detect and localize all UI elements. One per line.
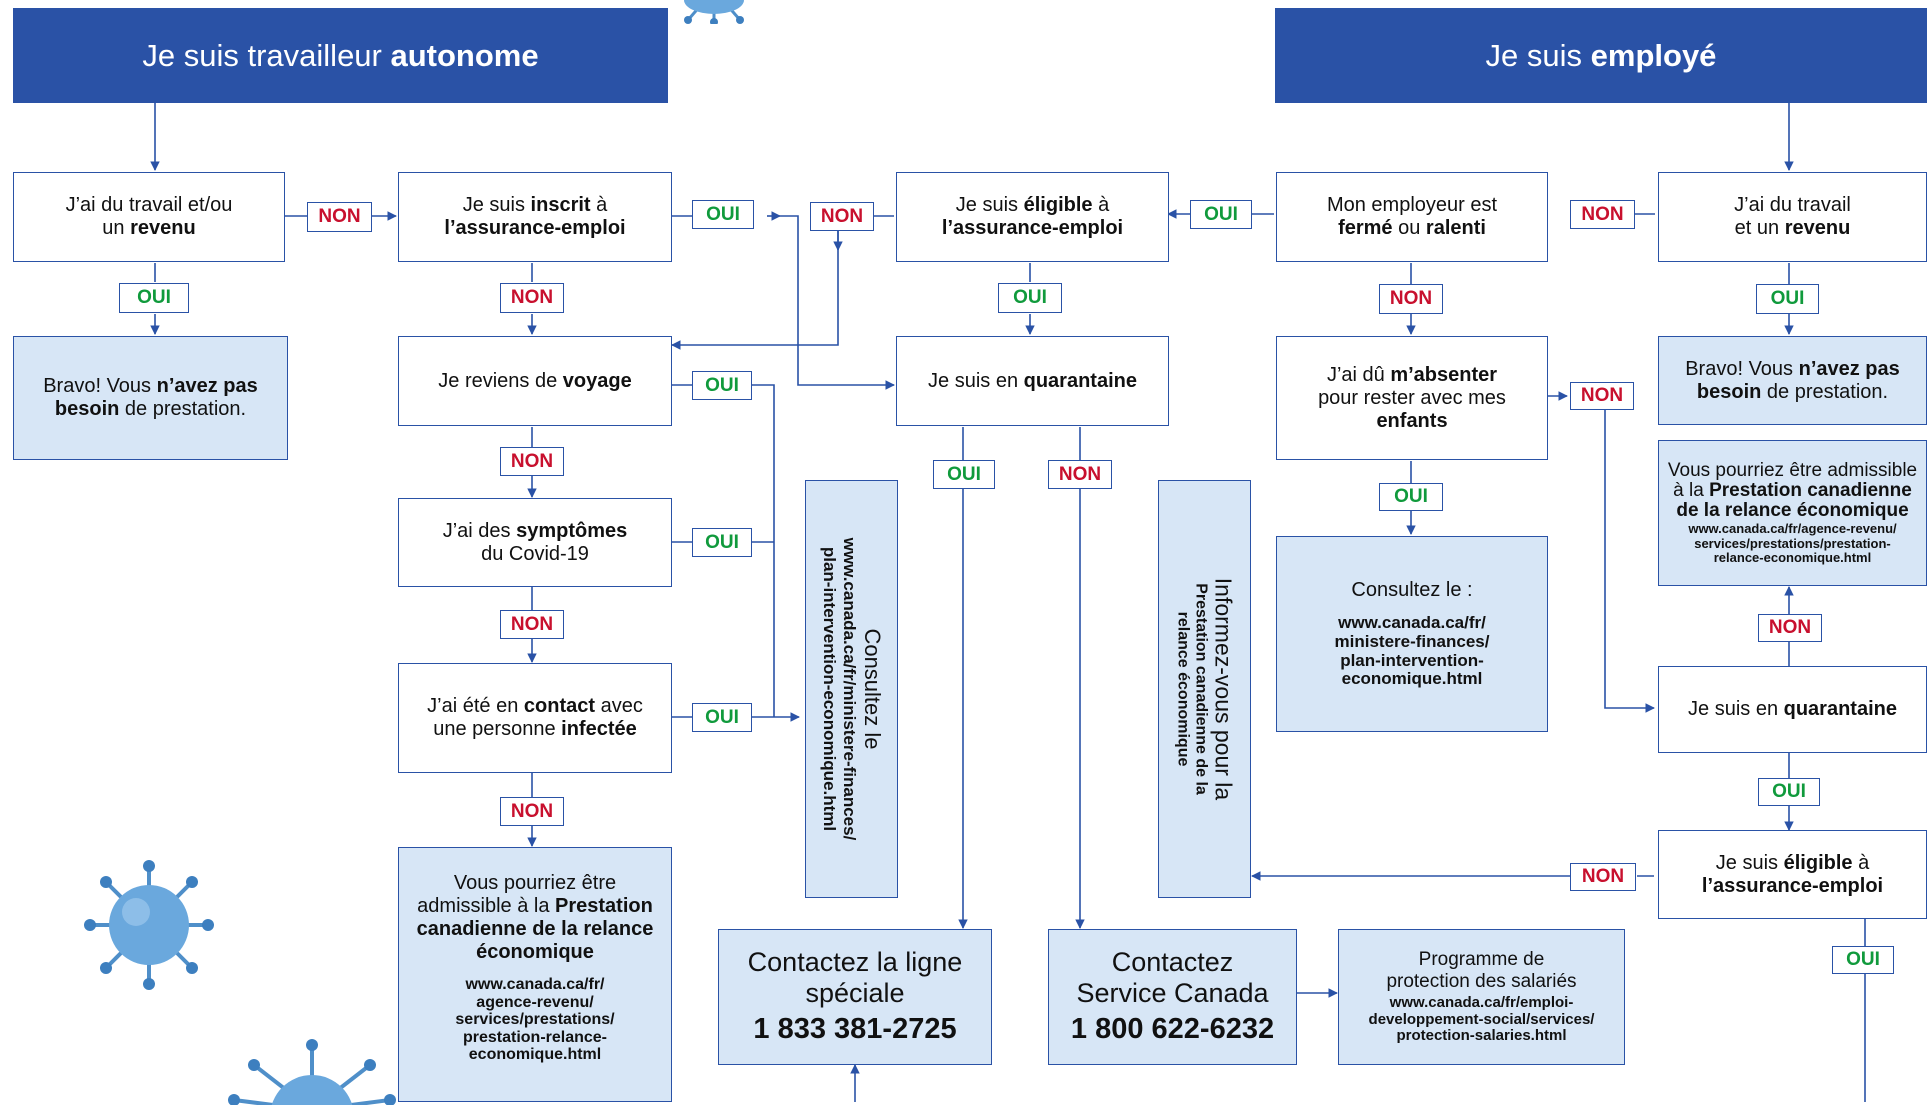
box-quarantaine-employe: Je suis en quarantaine [1658,666,1927,753]
header-employe: Je suis employé [1275,8,1927,103]
label-non: NON [1570,382,1634,410]
coronavirus-icon [228,1039,396,1105]
label-non: NON [810,202,874,231]
box-quarantaine-middle: Je suis en quarantaine [896,336,1169,426]
label-non: NON [500,447,564,476]
box-voyage: Je reviens de voyage [398,336,672,426]
label-oui: OUI [933,460,995,489]
label-non: NON [1379,284,1443,314]
box-symptomes: J’ai des symptômes du Covid-19 [398,498,672,587]
label-non: NON [500,797,564,826]
label-oui: OUI [692,528,752,557]
label-oui: OUI [1832,946,1894,974]
coronavirus-icon [684,0,744,24]
box-absenter: J’ai dû m’absenter pour rester avec mes … [1276,336,1548,460]
label-non: NON [1048,460,1112,489]
box-inscrit: Je suis inscrit à l’assurance-emploi [398,172,672,262]
box-ligne-speciale: Contactez la ligne spéciale 1 833 381-27… [718,929,992,1065]
box-contact: J’ai été en contact avec une personne in… [398,663,672,773]
box-consultez-vertical: Consultez le www.canada.ca/fr/ministere-… [805,480,898,898]
box-informez-vertical: Informez-vous pour la Prestation canadie… [1158,480,1251,898]
label-oui: OUI [119,283,189,313]
label-non: NON [1570,863,1636,891]
box-bravo-autonome: Bravo! Vous n’avez pas besoin de prestat… [13,336,288,460]
box-programme: Programme de protection des salariés www… [1338,929,1625,1065]
label-oui: OUI [692,371,752,400]
label-non: NON [1570,200,1635,229]
label-oui: OUI [1379,483,1443,511]
header-employe-text: Je suis employé [1485,37,1717,73]
label-non: NON [1758,614,1822,642]
box-travail-revenu-autonome: J’ai du travail et/ou un revenu [13,172,285,262]
header-autonome: Je suis travailleur autonome [13,8,668,103]
label-oui: OUI [1190,200,1252,229]
box-employeur: Mon employeur est fermé ou ralenti [1276,172,1548,262]
label-non: NON [307,202,372,232]
box-pcre-employe: Vous pourriez être admissible à la Prest… [1658,440,1927,586]
box-consultez-right: Consultez le : www.canada.ca/fr/ ministe… [1276,536,1548,732]
label-oui: OUI [692,200,754,229]
label-oui: OUI [1756,284,1819,314]
box-eligible-middle: Je suis éligible à l’assurance-emploi [896,172,1169,262]
box-service-canada: Contactez Service Canada 1 800 622-6232 [1048,929,1297,1065]
label-oui: OUI [692,703,752,732]
coronavirus-icon [84,860,214,990]
label-oui: OUI [1758,778,1820,806]
label-oui: OUI [998,283,1062,313]
box-bravo-employe: Bravo! Vous n’avez pas besoin de prestat… [1658,336,1927,425]
header-autonome-text: Je suis travailleur autonome [142,37,539,73]
label-non: NON [500,283,564,313]
box-pcre-autonome: Vous pourriez être admissible à la Prest… [398,847,672,1102]
box-eligible-employe: Je suis éligible à l’assurance-emploi [1658,830,1927,919]
label-non: NON [500,610,564,639]
box-travail-revenu-employe: J’ai du travail et un revenu [1658,172,1927,262]
